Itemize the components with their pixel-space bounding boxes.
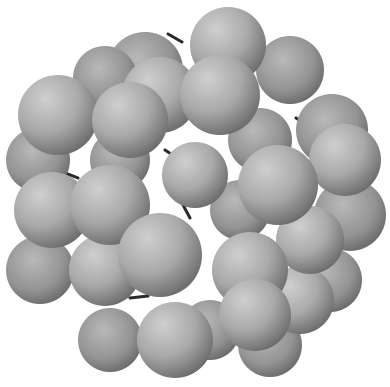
atom (14, 172, 90, 248)
atom (180, 55, 260, 135)
atom-cluster-front (70, 55, 318, 351)
atom (137, 302, 213, 378)
atom (238, 145, 318, 225)
atom (78, 308, 142, 372)
atom (219, 279, 291, 351)
atom (309, 124, 381, 196)
atom (18, 75, 98, 155)
atom (256, 36, 324, 104)
atom (70, 165, 150, 245)
atom (6, 236, 74, 304)
atom (118, 213, 202, 297)
atom (276, 206, 344, 274)
atom (92, 82, 168, 158)
atom (162, 142, 228, 208)
